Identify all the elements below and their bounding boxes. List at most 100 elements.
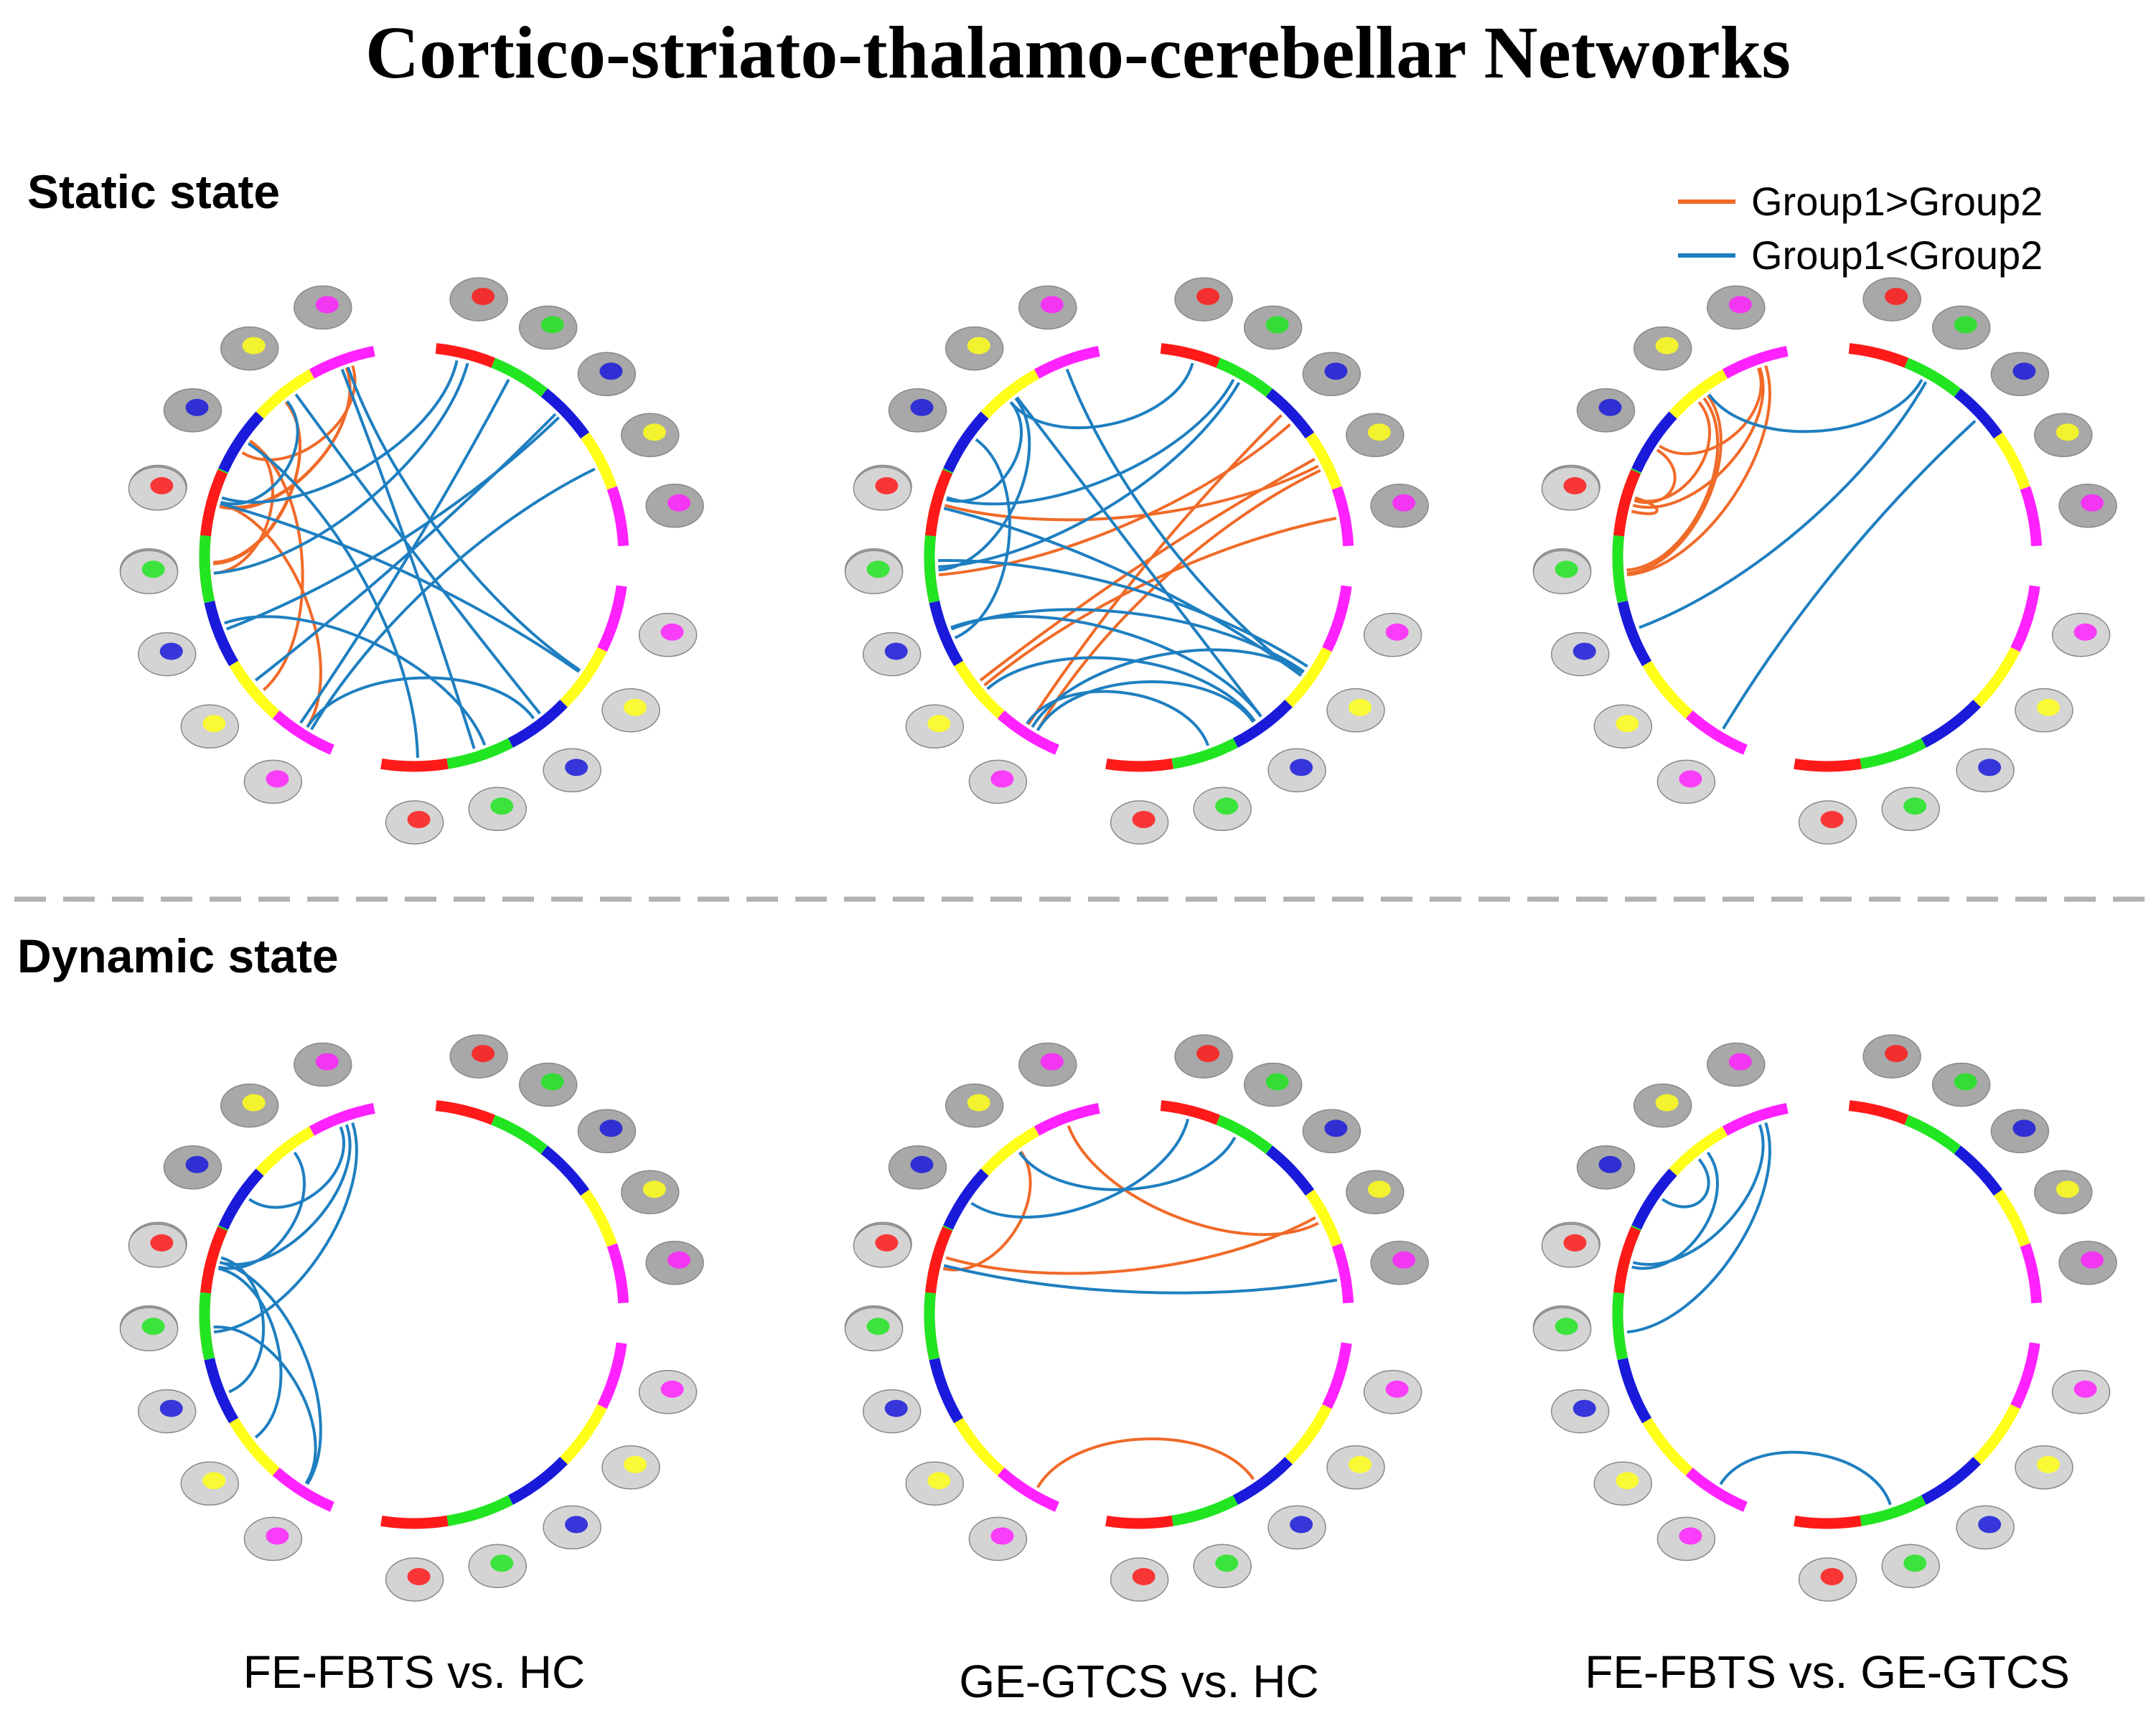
brain-region-marker-icon (1820, 1568, 1844, 1585)
ring-segment (1954, 388, 2003, 439)
brain-region-marker-icon (875, 477, 899, 494)
brain-region-marker-icon (884, 642, 908, 660)
ring-segment (1642, 660, 1693, 719)
brain-region-marker-icon (1132, 811, 1156, 828)
ring-segment (1904, 1114, 1962, 1155)
connection-decrease (217, 1267, 283, 1439)
brain-region-marker-icon (2081, 494, 2104, 512)
ring-segment (229, 660, 280, 719)
column-caption-fe-vs-ge: FE-FBTS vs. GE-GTCS (1585, 1646, 2070, 1698)
brain-region-marker-icon (884, 1399, 908, 1417)
brain-region-marker-icon (1679, 1527, 1702, 1545)
brain-region-marker-icon (990, 1527, 1014, 1545)
ring-segment (1973, 1404, 2020, 1465)
connection-decrease (1009, 362, 1194, 430)
brain-region-marker-icon (660, 1380, 684, 1398)
connection-decrease (219, 1124, 352, 1266)
ring-segment (491, 1114, 548, 1155)
brain-region-marker-icon (660, 623, 684, 641)
ring-segment (2010, 1342, 2040, 1409)
connection-decrease (224, 615, 487, 746)
ring-segment (997, 1468, 1059, 1512)
ring-segment (200, 1226, 228, 1294)
ring-segment (1993, 432, 2030, 490)
ring-segment (943, 411, 989, 473)
ring-segment (1617, 601, 1652, 667)
brain-region-marker-icon (1978, 1516, 2002, 1534)
ring-segment (597, 585, 627, 652)
connection-increase (983, 517, 1337, 687)
brain-region-marker-icon (242, 337, 266, 355)
connection-increase (1036, 1437, 1255, 1488)
ring-segment (1973, 647, 2020, 708)
connection-increase (249, 439, 304, 691)
brain-region-marker-icon (927, 715, 951, 733)
ring-segment (272, 1468, 334, 1512)
ring-segment (943, 1168, 989, 1230)
brain-region-marker-icon (1903, 797, 1927, 815)
ring-segment (925, 1226, 953, 1294)
brain-region-marker-icon (1196, 1045, 1220, 1063)
connection-decrease (937, 559, 1308, 668)
ring-segment (1794, 1515, 1862, 1529)
ring-segment (560, 1404, 607, 1465)
connection-decrease (221, 360, 459, 504)
ring-segment (446, 738, 513, 769)
ring-segment (1034, 1103, 1100, 1136)
ring-segment (1722, 1103, 1789, 1136)
ring-segment (1322, 585, 1352, 652)
brain-region-marker-icon (2056, 1180, 2079, 1198)
brain-region-marker-icon (1265, 1073, 1289, 1091)
ring-segment (1216, 1114, 1273, 1155)
brain-region-marker-icon (1728, 296, 1752, 314)
ring-segment (1669, 369, 1728, 419)
connection-decrease (986, 656, 1256, 723)
connection-decrease (220, 1256, 266, 1394)
ring-segment (597, 1342, 627, 1409)
ring-segment (507, 1456, 568, 1505)
ring-segment (491, 357, 548, 398)
brain-region-marker-icon (565, 1516, 589, 1534)
ring-segment (1216, 357, 1273, 398)
connection-decrease (1026, 690, 1210, 746)
brain-region-marker-icon (1978, 759, 2002, 776)
brain-region-marker-icon (1040, 1053, 1064, 1071)
connection-increase (944, 464, 1319, 522)
ring-segment (1860, 738, 1926, 769)
ring-segment (925, 469, 953, 537)
ring-segment (1160, 343, 1221, 368)
ring-segment (540, 388, 590, 439)
brain-region-marker-icon (141, 1318, 165, 1336)
brain-region-marker-icon (1349, 1455, 1372, 1473)
ring-segment (1617, 1358, 1652, 1424)
connection-decrease (213, 362, 469, 575)
brain-region-marker-icon (1679, 770, 1702, 788)
ring-segment (1993, 1189, 2030, 1247)
ring-segment (380, 758, 449, 772)
chord-panel-dynamic-fe-vs-ge (1532, 1034, 2117, 1602)
ring-segment (2020, 1243, 2043, 1304)
ring-segment (1160, 1100, 1221, 1125)
connection-decrease (294, 393, 541, 715)
ring-segment (1722, 346, 1789, 379)
brain-region-marker-icon (866, 560, 890, 578)
brain-region-marker-icon (1598, 398, 1622, 416)
legend-label-increase: Group1>Group2 (1751, 179, 2043, 224)
chord-panel-static-fe-vs-hc (119, 277, 704, 845)
ring-segment (218, 1168, 264, 1230)
brain-region-marker-icon (642, 1180, 666, 1198)
brain-region-marker-icon (866, 1318, 890, 1336)
ring-segment (540, 1145, 590, 1196)
connection-increase (219, 367, 352, 510)
ring-segment (1232, 1456, 1293, 1505)
brain-region-marker-icon (159, 642, 183, 660)
brain-region-marker-icon (315, 296, 339, 314)
brain-region-marker-icon (1573, 1399, 1596, 1417)
connection-increase (1626, 365, 1771, 577)
ring-segment (1685, 710, 1748, 755)
brain-region-marker-icon (472, 288, 495, 306)
brain-region-marker-icon (540, 1073, 564, 1091)
ring-segment (580, 432, 617, 490)
ring-segment (1105, 758, 1173, 772)
